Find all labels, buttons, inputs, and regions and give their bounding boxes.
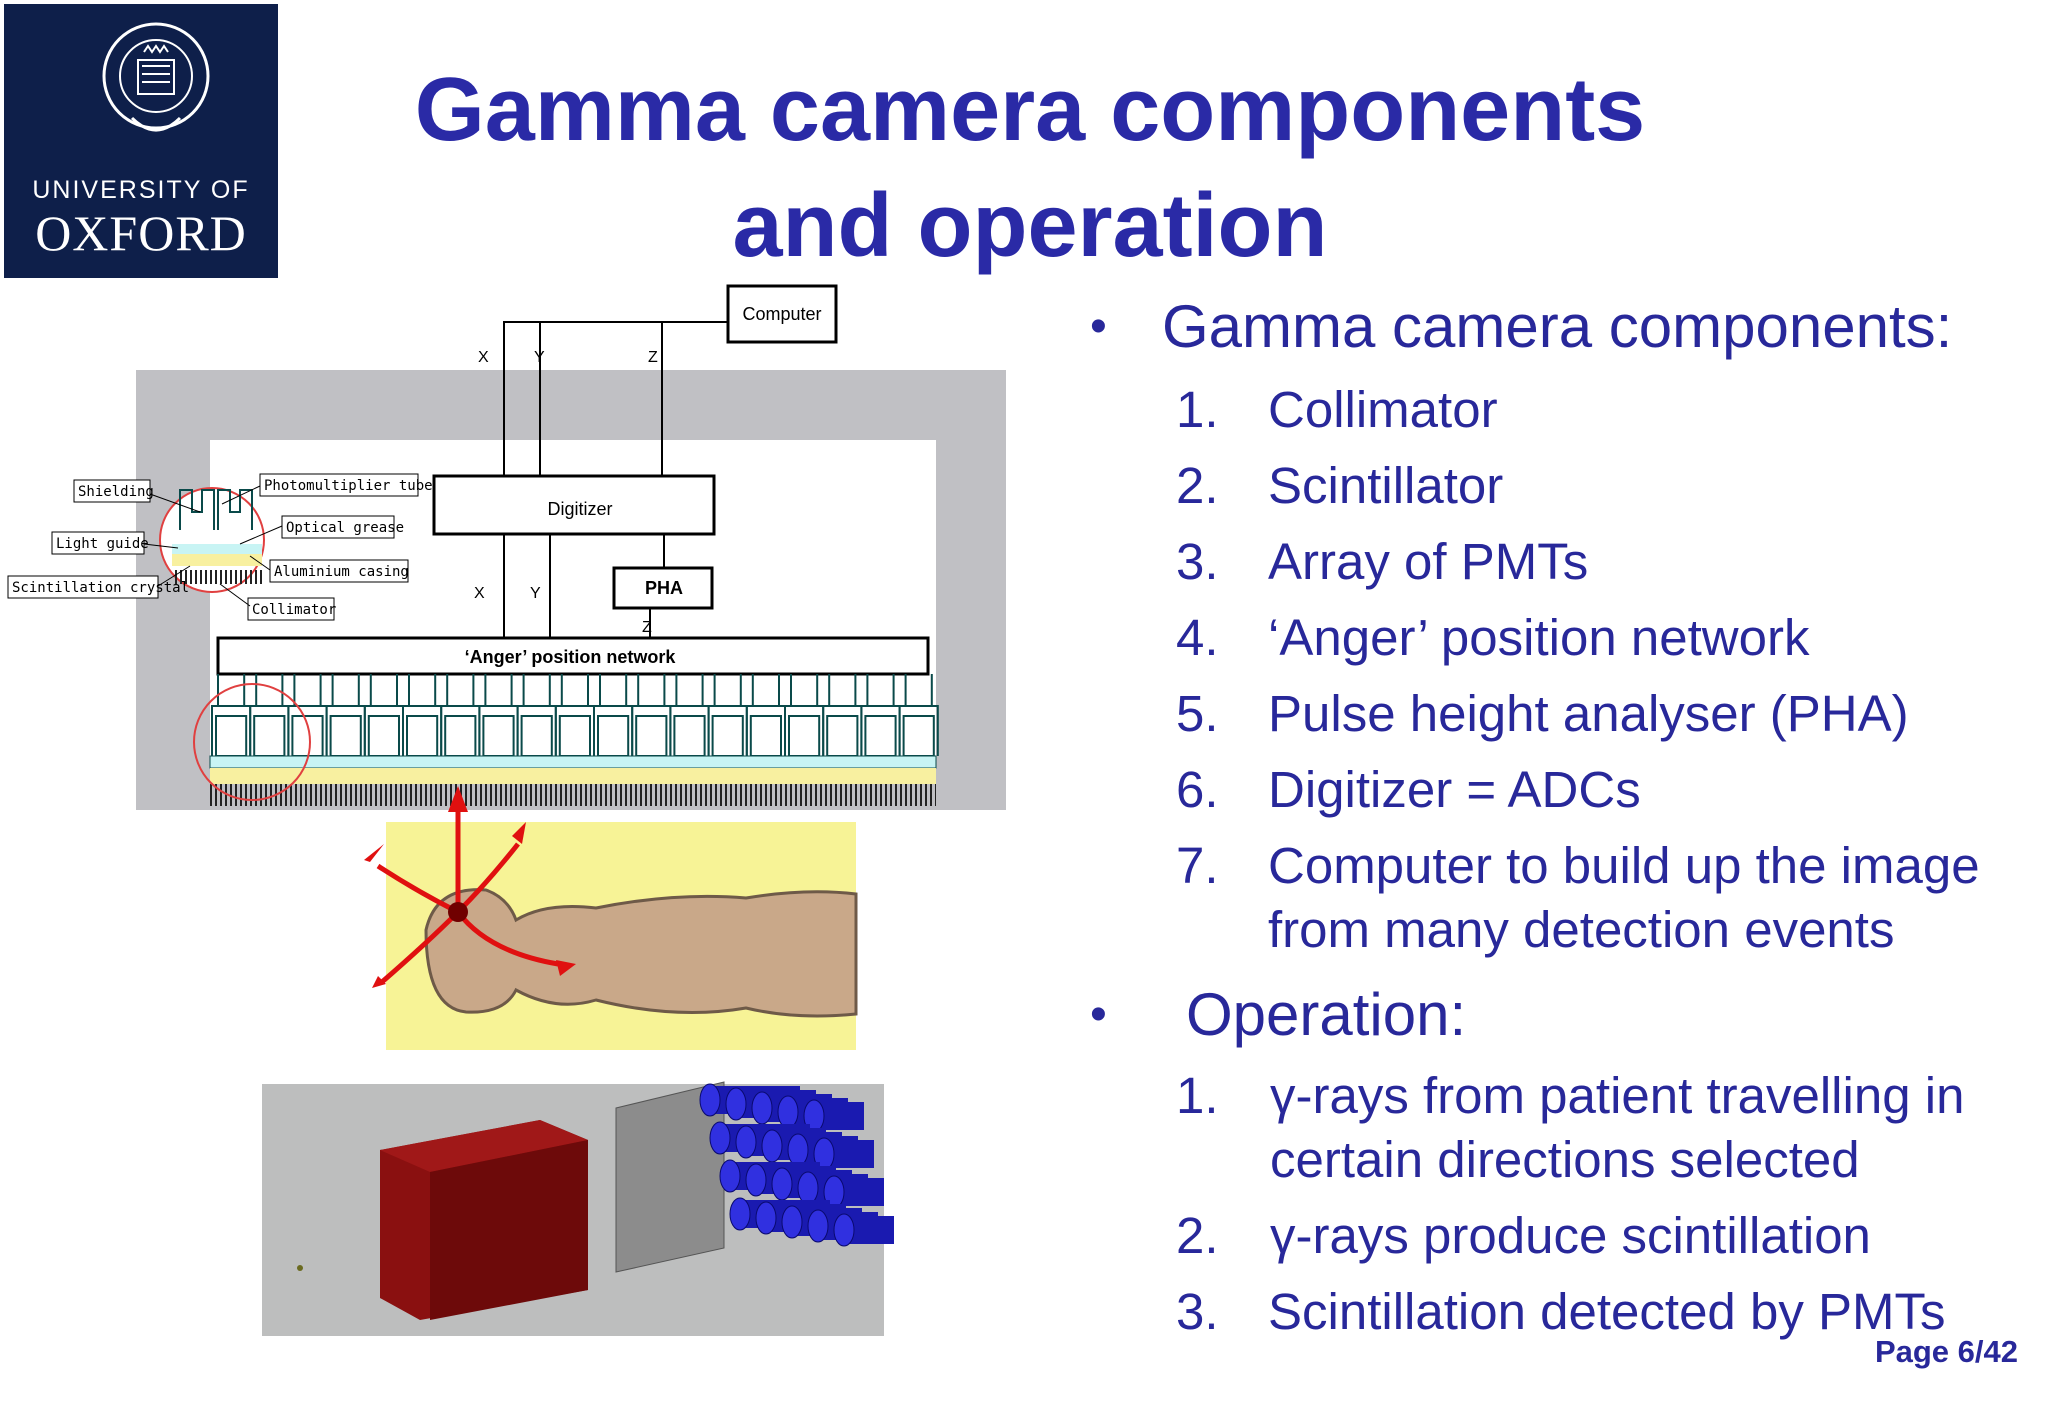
patient-body — [424, 888, 858, 1018]
page-number: Page 6/42 — [1874, 1334, 2018, 1369]
anger-network-box — [216, 636, 930, 676]
logo-university-of: UNIVERSITY OF — [32, 176, 250, 204]
title-line-1: Gamma camera components — [414, 60, 1646, 160]
university-seal-icon — [102, 22, 210, 132]
collimator — [210, 784, 936, 806]
gamma-camera-diagram: Computer X Y Z Digitizer X Y PHA Z ‘Ange… — [7, 284, 1006, 1336]
pmt-tube-face — [771, 1167, 793, 1201]
pmt-body — [788, 715, 821, 757]
pmt-tube-face — [833, 1213, 855, 1247]
pmt-body — [711, 715, 744, 757]
oxford-logo: UNIVERSITY OF OXFORD — [4, 4, 278, 278]
pmt-tube-face — [745, 1163, 767, 1197]
component-1: Collimator — [1268, 381, 1498, 438]
pmt-body — [864, 715, 897, 757]
pmt-body — [902, 715, 935, 757]
pmt-body — [597, 715, 630, 757]
pmt-body — [635, 715, 668, 757]
component-7: Computer to build up the image — [1268, 837, 1980, 894]
pmt-body — [329, 715, 362, 757]
pmt-tube-face — [777, 1095, 799, 1129]
pmt-tube-face — [755, 1201, 777, 1235]
scintillation-crystal — [210, 768, 936, 784]
light-guide — [209, 755, 937, 769]
pmt-body — [482, 715, 515, 757]
pmt-body — [444, 715, 477, 757]
component-5: Pulse height analyser (PHA) — [1268, 685, 1909, 742]
svg-text:Light guide: Light guide — [56, 536, 149, 552]
operation-1-cont: certain directions selected — [1270, 1131, 1860, 1188]
pha-label: PHA — [645, 578, 683, 598]
pha-box — [612, 566, 714, 610]
detail-circle — [193, 683, 311, 801]
logo-oxford: OXFORD — [35, 205, 247, 261]
svg-text:Scintillation crystal: Scintillation crystal — [12, 580, 189, 596]
pmt-tubes — [699, 1083, 894, 1247]
pmt-tube-face — [787, 1133, 809, 1167]
pmt-tube-face — [781, 1205, 803, 1239]
pmt-tube-face — [797, 1171, 819, 1205]
svg-text:Z: Z — [642, 619, 652, 636]
operation-heading: Operation: — [1186, 981, 1467, 1048]
computer-label: Computer — [742, 304, 821, 324]
pmt-tube-face — [699, 1083, 721, 1117]
pmt-tube-face — [719, 1159, 741, 1193]
pmt-body — [749, 715, 782, 757]
component-3: Array of PMTs — [1268, 533, 1589, 590]
pmt-body — [673, 715, 706, 757]
digitizer-box — [432, 474, 716, 536]
component-7-cont: from many detection events — [1268, 901, 1895, 958]
operation-1: γ-rays from patient travelling in — [1270, 1067, 1965, 1124]
pmt-tube-face — [807, 1209, 829, 1243]
pmt-tube-face — [735, 1125, 757, 1159]
slide-title: Gamma camera components and operation — [330, 52, 1730, 284]
svg-text:X: X — [474, 585, 485, 602]
pmt-array — [211, 674, 939, 757]
pmt-body — [253, 715, 286, 757]
pmt-tube-face — [725, 1087, 747, 1121]
component-6: Digitizer = ADCs — [1268, 761, 1641, 818]
svg-text:Photomultiplier tube: Photomultiplier tube — [264, 478, 433, 494]
svg-text:Z: Z — [648, 349, 658, 366]
component-2: Scintillator — [1268, 457, 1504, 514]
pmt-body — [826, 715, 859, 757]
components-heading: Gamma camera components: — [1162, 293, 1953, 360]
component-4: ‘Anger’ position network — [1268, 609, 1810, 666]
svg-text:Y: Y — [534, 349, 545, 366]
pmt-tube-face — [709, 1121, 731, 1155]
svg-text:Aluminium casing: Aluminium casing — [274, 564, 409, 580]
pmt-tube-face — [761, 1129, 783, 1163]
operation-2: γ-rays produce scintillation — [1270, 1207, 1871, 1264]
title-line-2: and operation — [732, 176, 1328, 276]
pmt-body — [406, 715, 439, 757]
svg-text:Optical grease: Optical grease — [286, 520, 404, 536]
pmt-tube-face — [729, 1197, 751, 1231]
pmt-body — [367, 715, 400, 757]
pmt-tube — [898, 674, 939, 756]
operation-3: Scintillation detected by PMTs — [1268, 1283, 1946, 1340]
svg-text:Collimator: Collimator — [252, 602, 336, 618]
pmt-body — [520, 715, 553, 757]
bullet-operation: • — [1090, 988, 1107, 1041]
svg-text:Y: Y — [530, 585, 541, 602]
pmt-body — [558, 715, 591, 757]
digitizer-label: Digitizer — [547, 499, 612, 519]
pmt-tube-face — [751, 1091, 773, 1125]
anger-network-label: ‘Anger’ position network — [465, 647, 677, 667]
bullet-components: • — [1090, 300, 1107, 353]
svg-text:Shielding: Shielding — [78, 484, 154, 500]
svg-text:X: X — [478, 349, 489, 366]
computer-box — [726, 284, 838, 344]
pmt-body — [215, 715, 248, 757]
